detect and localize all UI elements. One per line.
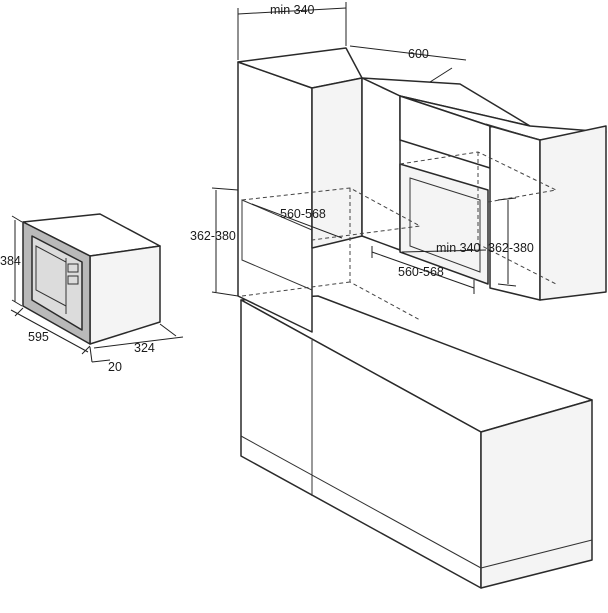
dim-right-niche-clearance: min 340	[436, 241, 481, 255]
dim-right-niche-width: 560-568	[398, 265, 444, 279]
cabinet-drawing: min 340 600 362-380 560-568 min 340 362-…	[190, 2, 607, 589]
dim-top-clearance: min 340	[270, 3, 315, 17]
dim-microwave-width: 595	[28, 330, 49, 344]
dim-microwave-frame: 20	[108, 360, 122, 374]
dim-left-niche-height: 362-380	[190, 229, 236, 243]
dim-right-niche-height: 362-380	[488, 241, 534, 255]
dim-left-niche-width: 560-568	[280, 207, 326, 221]
dim-cabinet-depth: 600	[408, 47, 429, 61]
microwave-drawing: 384 595 324 20	[0, 213, 184, 374]
dim-microwave-depth: 324	[134, 341, 155, 355]
dim-microwave-height: 384	[0, 254, 21, 268]
